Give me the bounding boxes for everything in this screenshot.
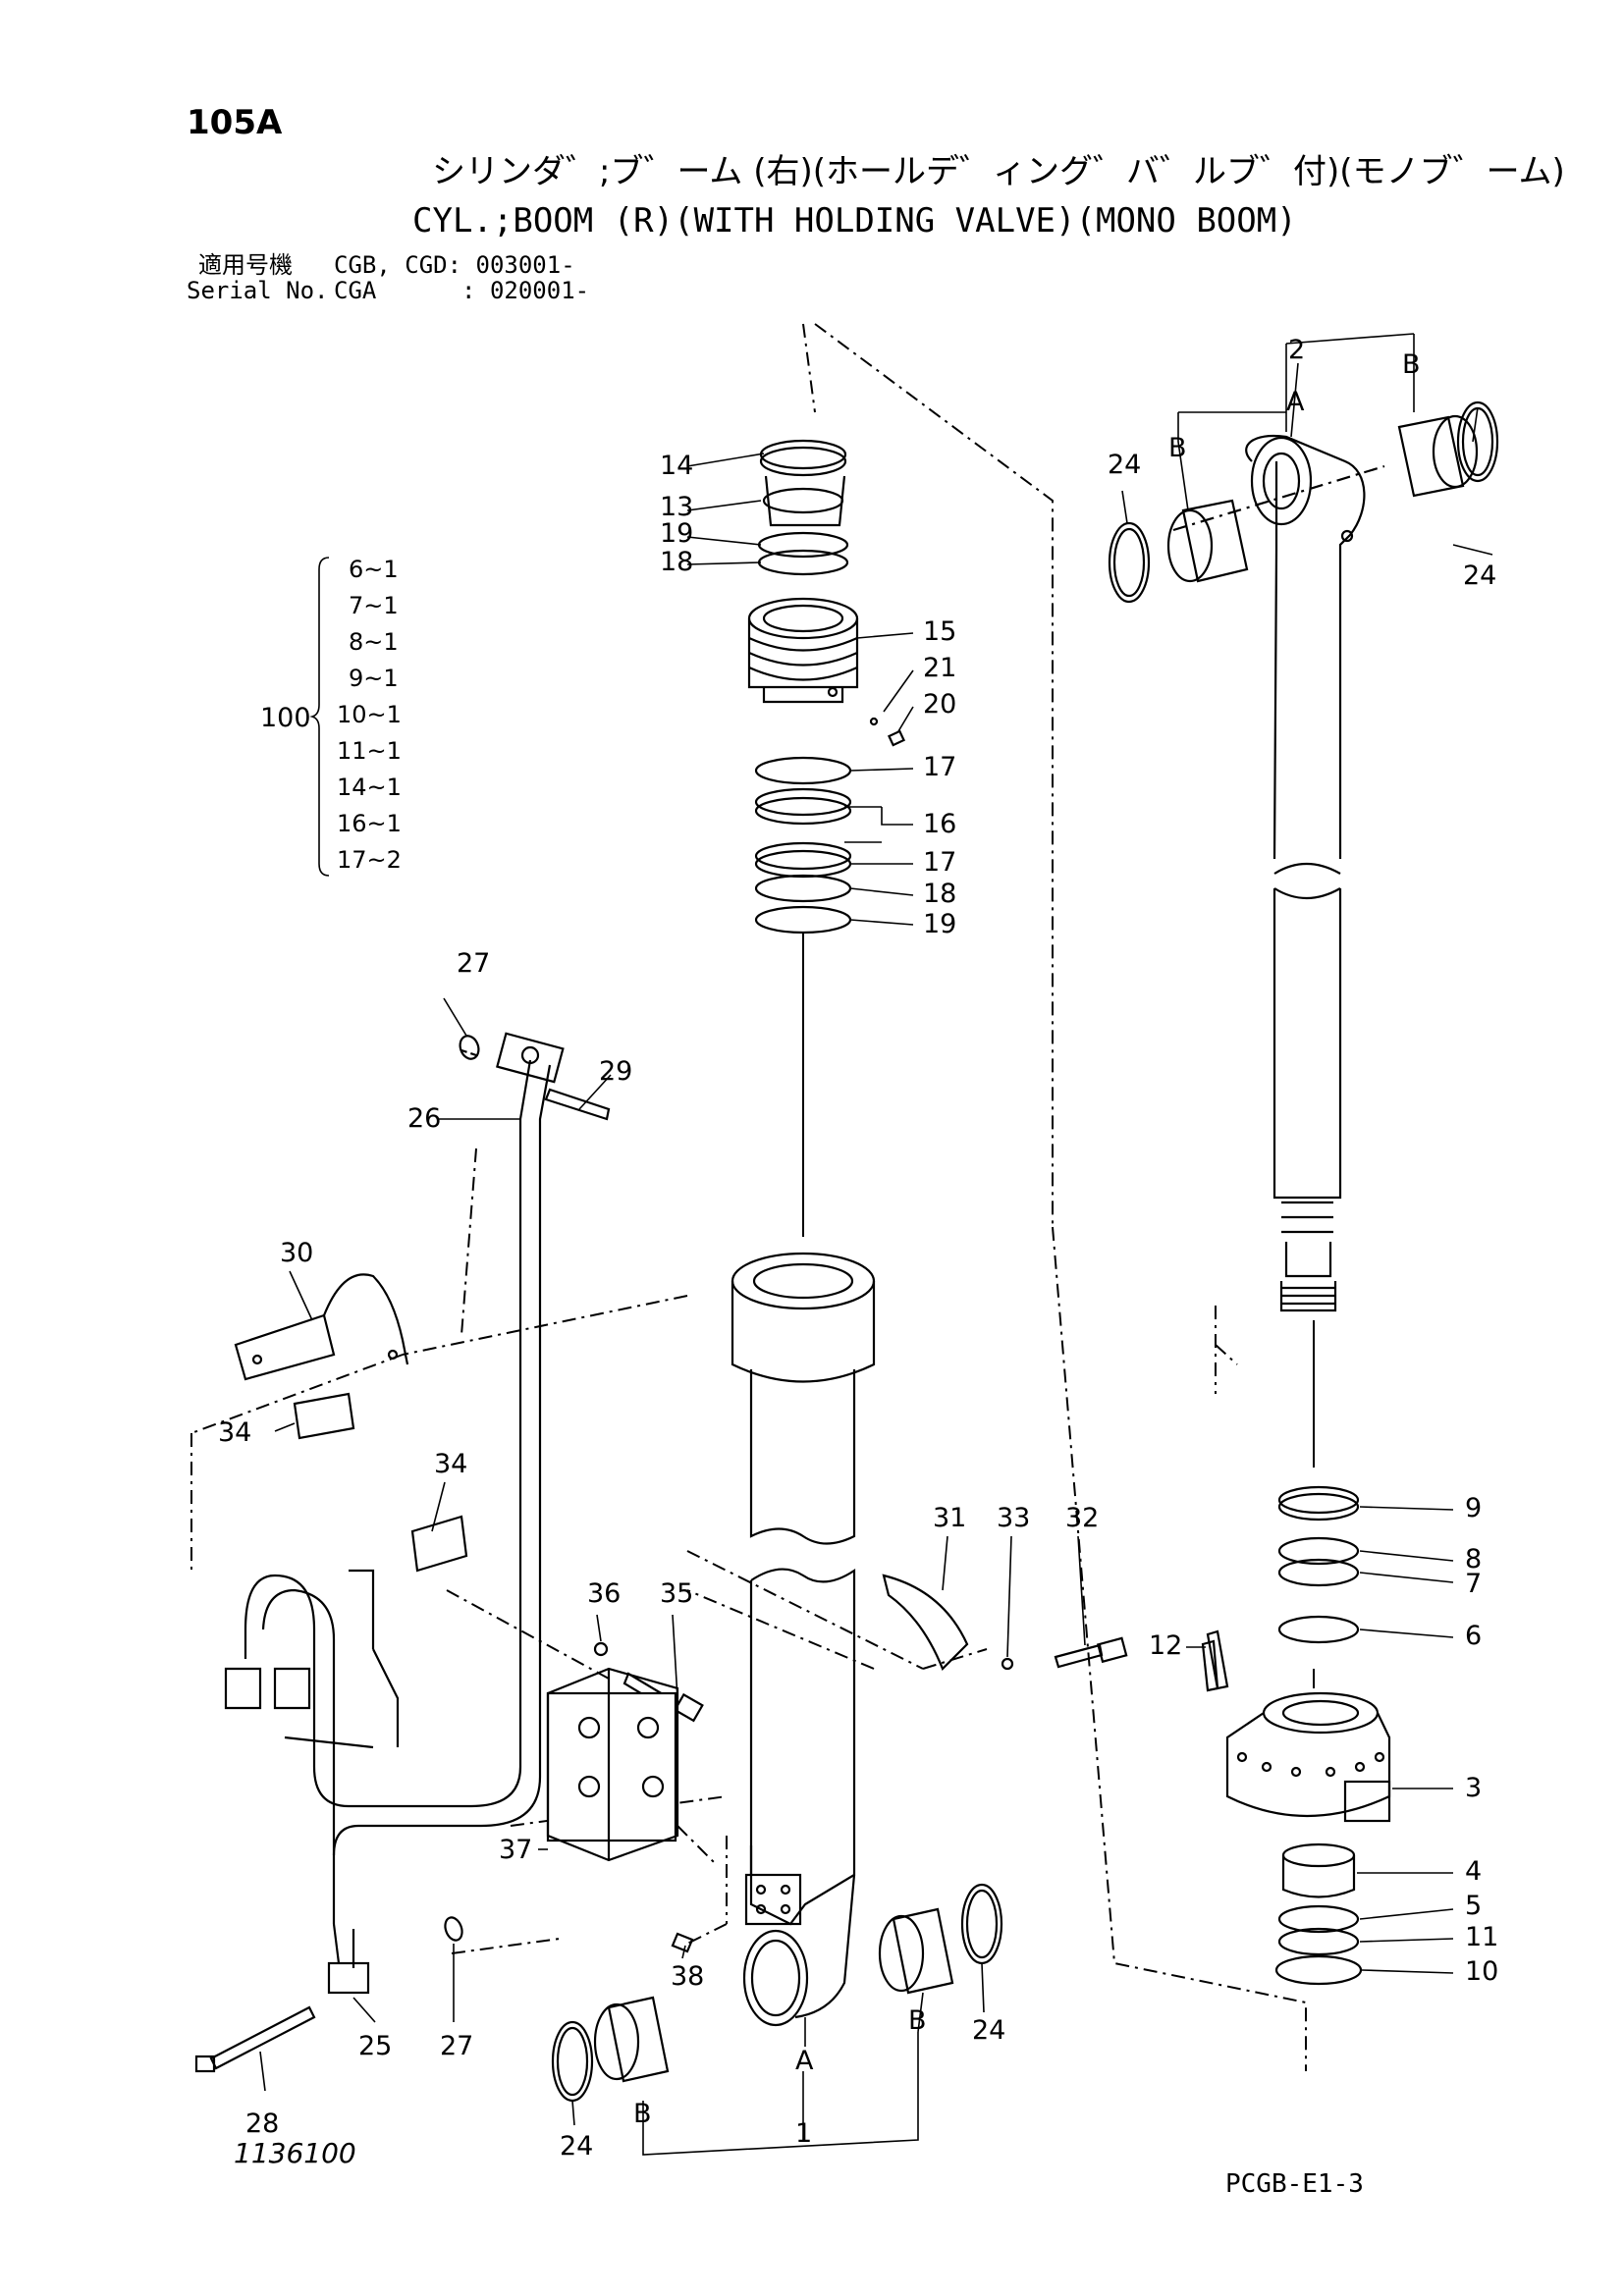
callout-19b: 19: [923, 909, 956, 939]
leader-lines: [259, 333, 1493, 2156]
callout-17b: 17: [923, 847, 956, 878]
page-code: 105A: [187, 103, 283, 142]
callout-38: 38: [671, 1961, 704, 1992]
callout-37: 37: [499, 1835, 532, 1865]
callout-3: 3: [1465, 1773, 1482, 1803]
callout-19a: 19: [660, 518, 693, 549]
callout-B-bottom-right: B: [908, 2005, 927, 2036]
callout-20: 20: [923, 689, 956, 720]
callout-32: 32: [1065, 1503, 1099, 1533]
kit-item: 14~1: [337, 774, 402, 801]
callout-7: 7: [1465, 1569, 1482, 1599]
callout-24-top-left: 24: [1108, 450, 1141, 480]
kit-items: 6~1 7~1 8~1 9~1 10~1 11~1 14~1 16~1 17~2: [337, 556, 402, 874]
kit-item: 8~1: [349, 628, 399, 656]
pipe-assembly: [224, 1032, 565, 1995]
callout-B-top-right: B: [1402, 349, 1421, 380]
callout-35: 35: [660, 1578, 693, 1609]
callout-33: 33: [997, 1503, 1030, 1533]
kit-item: 6~1: [349, 556, 399, 583]
callout-13: 13: [660, 492, 693, 522]
callout-A-top: A: [1286, 387, 1305, 417]
callout-28: 28: [245, 2109, 279, 2139]
callout-25: 25: [358, 2031, 392, 2061]
rod-bushings: [1108, 400, 1499, 604]
serial-label-jp: 適用号機: [198, 251, 293, 279]
serial-label-en: Serial No.: [187, 277, 329, 304]
title-japanese: シリンダ゛;ブ゛ーム (右)(ホールデ゛ィング゛バ゛ルブ゛付)(モノブ゛ーム): [432, 152, 1565, 191]
callout-15: 15: [923, 616, 956, 647]
callout-31: 31: [933, 1503, 966, 1533]
callout-21: 21: [923, 653, 956, 683]
bolts: [194, 1088, 1229, 2073]
kit-item: 11~1: [337, 737, 402, 765]
callout-24-top-right: 24: [1463, 561, 1496, 591]
bottom-bushings: [551, 1883, 1003, 2103]
callout-6: 6: [1465, 1621, 1482, 1651]
callout-27-top: 27: [457, 948, 490, 979]
clamps: [234, 1273, 969, 1862]
callout-34-mid: 34: [434, 1449, 467, 1479]
assembly-guide-lines: [190, 323, 1307, 2071]
callout-10: 10: [1465, 1956, 1498, 1987]
callout-26: 26: [407, 1103, 441, 1134]
figure-number: 1136100: [234, 2137, 356, 2169]
kit-item: 7~1: [349, 592, 399, 619]
sheet-id: PCGB-E1-3: [1225, 2169, 1364, 2199]
callout-A-bottom: A: [795, 2046, 814, 2076]
callout-B-bottom-left: B: [633, 2099, 652, 2129]
title-english: CYL.;BOOM (R)(WITH HOLDING VALVE)(MONO B…: [412, 201, 1297, 240]
callout-36: 36: [587, 1578, 621, 1609]
kit-number: 100: [260, 703, 311, 733]
callout-30: 30: [280, 1238, 313, 1268]
rod-assembly: [1245, 434, 1366, 1312]
callout-34-left: 34: [218, 1417, 251, 1448]
callout-14: 14: [660, 451, 693, 481]
callout-12: 12: [1149, 1630, 1182, 1661]
cylinder-tube: [731, 1252, 876, 2027]
callout-1: 1: [795, 2118, 812, 2149]
callout-29: 29: [599, 1056, 632, 1087]
axis-lines: [802, 933, 1315, 1688]
callout-18b: 18: [923, 879, 956, 909]
callout-B-top-left: B: [1168, 433, 1187, 463]
kit-item: 9~1: [349, 665, 399, 692]
kit-item: 16~1: [337, 810, 402, 837]
serial-value-cga: CGA : 020001-: [334, 277, 590, 304]
piston-parts: [747, 439, 906, 934]
callout-24-bottom-left: 24: [560, 2131, 593, 2162]
kit-item: 17~2: [337, 846, 402, 874]
callout-18a: 18: [660, 547, 693, 577]
callout-17a: 17: [923, 752, 956, 782]
callout-4: 4: [1465, 1856, 1482, 1887]
callout-2: 2: [1288, 335, 1305, 365]
callout-27-bottom: 27: [440, 2031, 473, 2061]
rod-head: [1225, 1691, 1391, 1823]
callout-8: 8: [1465, 1544, 1482, 1575]
callout-9: 9: [1465, 1493, 1482, 1523]
callout-5: 5: [1465, 1891, 1482, 1921]
callout-24-bottom-right: 24: [972, 2015, 1005, 2046]
serial-value-cgb-cgd: CGB, CGD: 003001-: [334, 251, 575, 279]
callout-16: 16: [923, 809, 956, 839]
o-rings: [444, 1035, 480, 1942]
callout-11: 11: [1465, 1922, 1498, 1952]
callout-labels: 14 13 19 18 15 21 20 17 16 17 18 19 2 A …: [218, 335, 1498, 2162]
rod-seals: [1201, 1485, 1363, 1986]
kit-item: 10~1: [337, 701, 402, 728]
